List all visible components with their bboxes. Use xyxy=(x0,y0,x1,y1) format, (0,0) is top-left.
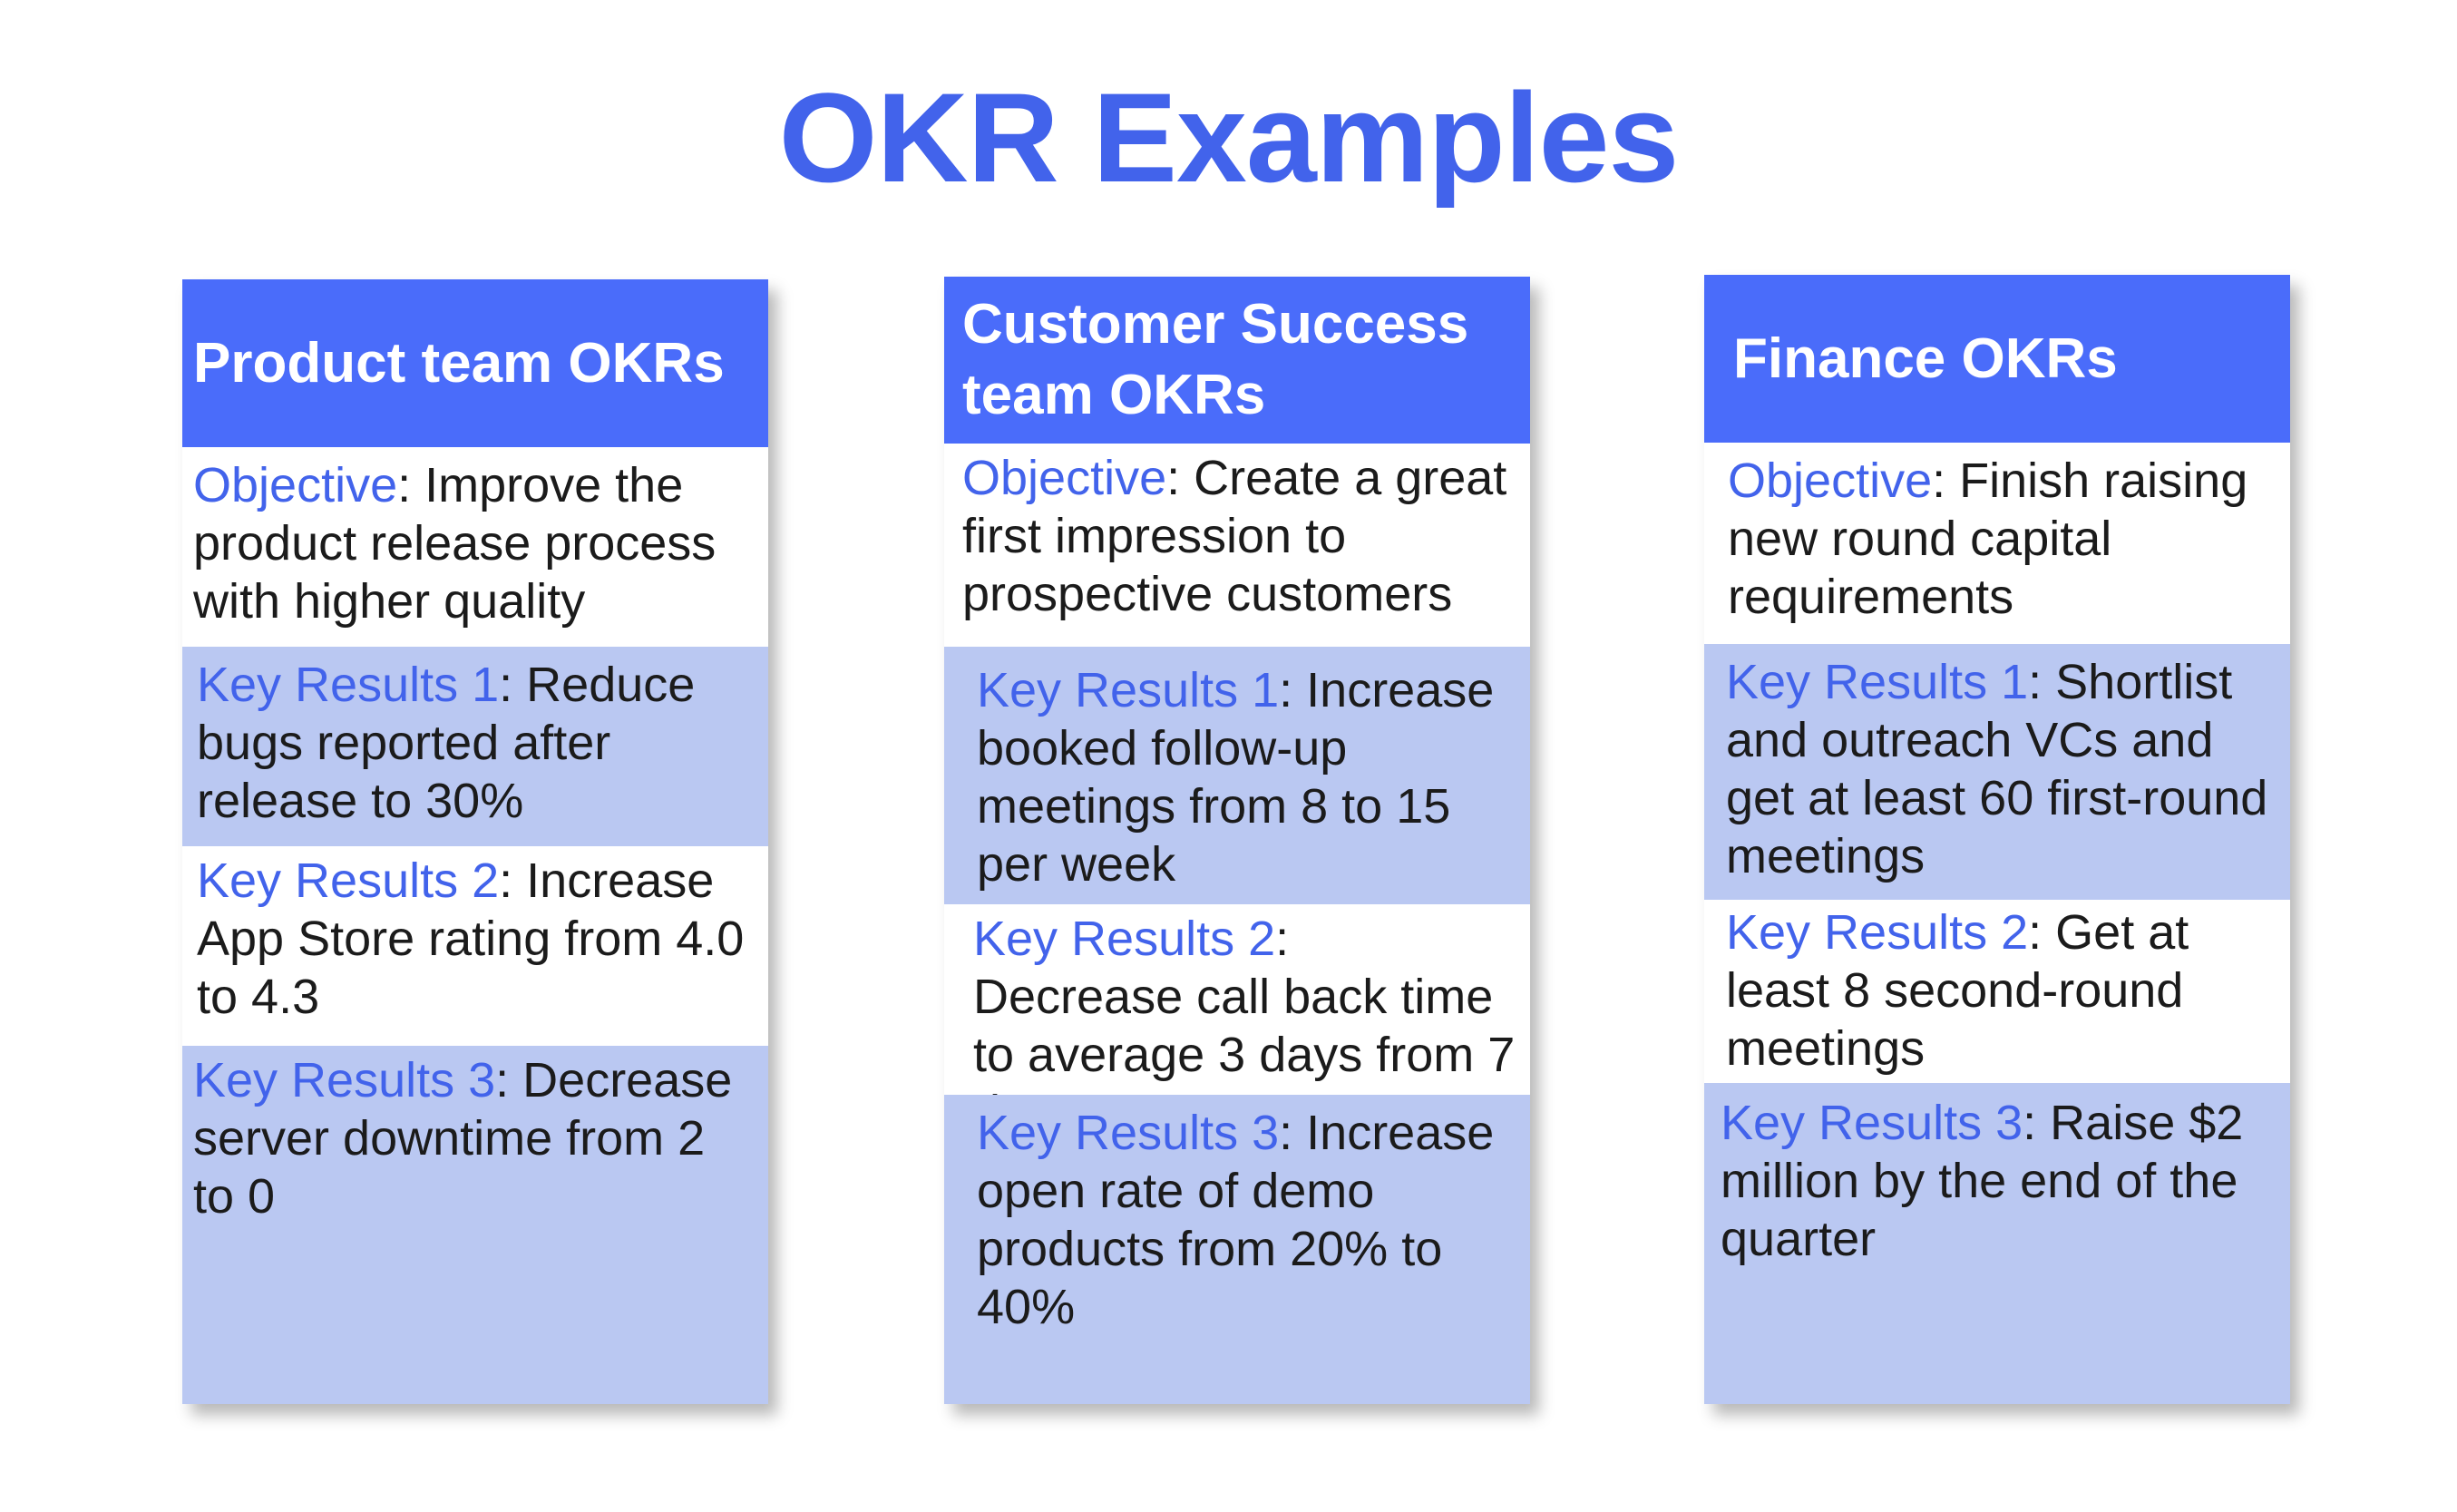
okr-card-product-team: Product team OKRs Objective: Improve the… xyxy=(182,279,768,1404)
objective-text: : Create a great first impression to pro… xyxy=(962,451,1507,621)
key-result-row-1: Key Results 1: Shortlist and outreach VC… xyxy=(1704,644,2290,900)
objective-text: : Improve the product release process wi… xyxy=(193,458,717,629)
key-result-row-1: Key Results 1: Reduce bugs reported afte… xyxy=(182,647,768,846)
card-header: Finance OKRs xyxy=(1704,275,2290,443)
key-result-row-2: Key Results 2: Decrease call back time t… xyxy=(944,904,1530,1140)
key-result-text: : Reduce bugs reported after release to … xyxy=(197,658,696,828)
key-result-label: Key Results 1 xyxy=(1726,655,2029,709)
key-result-label: Key Results 3 xyxy=(1721,1096,2023,1150)
key-result-text: : Increase open rate of demo products fr… xyxy=(977,1106,1495,1334)
key-result-label: Key Results 3 xyxy=(977,1106,1280,1160)
key-result-text: : Decrease call back time to average 3 d… xyxy=(973,912,1516,1140)
key-result-text: : Increase booked follow-up meetings fro… xyxy=(977,663,1495,892)
card-header-text: Customer Success team OKRs xyxy=(962,293,1469,426)
page-title: OKR Examples xyxy=(778,66,1680,209)
objective-label: Objective xyxy=(193,458,398,512)
objective-row: Objective: Create a great first impressi… xyxy=(944,444,1530,647)
objective-row: Objective: Improve the product release p… xyxy=(182,447,768,647)
objective-label: Objective xyxy=(962,451,1167,505)
key-result-text: : Decrease server downtime from 2 to 0 xyxy=(193,1053,733,1224)
key-result-label: Key Results 1 xyxy=(197,658,500,712)
key-result-label: Key Results 2 xyxy=(197,854,500,908)
card-header: Product team OKRs xyxy=(182,279,768,447)
key-result-row-2: Key Results 2: Increase App Store rating… xyxy=(182,846,768,1046)
key-result-text: : Shortlist and outreach VCs and get at … xyxy=(1726,655,2268,883)
objective-label: Objective xyxy=(1728,454,1933,508)
key-result-row-3: Key Results 3: Increase open rate of dem… xyxy=(944,1095,1530,1404)
key-result-label: Key Results 1 xyxy=(977,663,1280,717)
key-result-text: : Increase App Store rating from 4.0 to … xyxy=(197,854,745,1024)
card-header-text: Finance OKRs xyxy=(1733,327,2118,390)
key-result-label: Key Results 2 xyxy=(1726,905,2029,960)
key-result-row-2: Key Results 2: Get at least 8 second-rou… xyxy=(1704,900,2290,1083)
key-result-text: : Get at least 8 second-round meetings xyxy=(1726,905,2189,1076)
okr-card-finance: Finance OKRs Objective: Finish raising n… xyxy=(1704,275,2290,1404)
key-result-row-1: Key Results 1: Increase booked follow-up… xyxy=(944,647,1530,904)
objective-row: Objective: Finish raising new round capi… xyxy=(1704,443,2290,644)
key-result-text: : Raise $2 million by the end of the qua… xyxy=(1721,1096,2244,1266)
card-header-text: Product team OKRs xyxy=(193,331,725,395)
objective-text: : Finish raising new round capital requi… xyxy=(1728,454,2248,624)
key-result-label: Key Results 2 xyxy=(973,912,1276,966)
key-result-label: Key Results 3 xyxy=(193,1053,496,1107)
card-header: Customer Success team OKRs xyxy=(944,277,1530,444)
key-result-row-3: Key Results 3: Decrease server downtime … xyxy=(182,1046,768,1404)
okr-card-customer-success: Customer Success team OKRs Objective: Cr… xyxy=(944,277,1530,1404)
key-result-row-3: Key Results 3: Raise $2 million by the e… xyxy=(1704,1083,2290,1404)
